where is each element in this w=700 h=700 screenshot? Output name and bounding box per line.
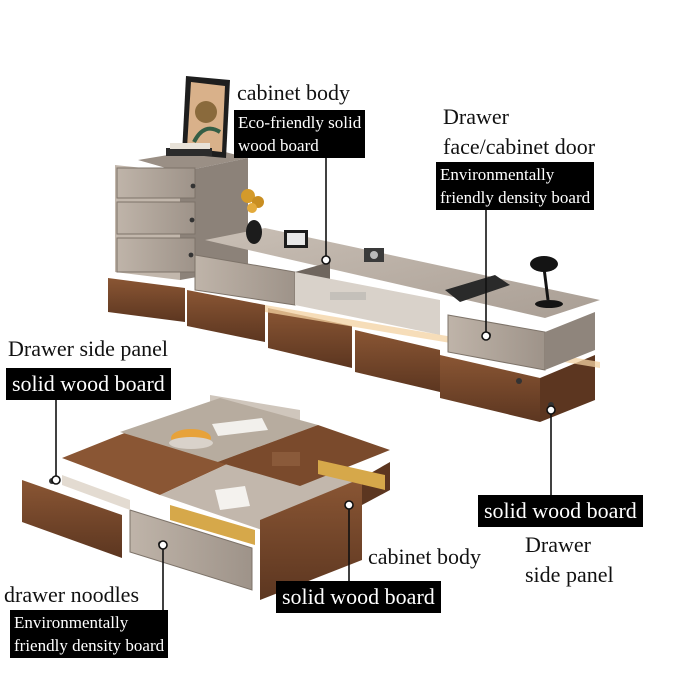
label-cabinet-body-top: cabinet body xyxy=(237,80,351,105)
coffee-table xyxy=(22,395,390,600)
label-env-density-board-top: Environmentally friendly density board xyxy=(436,162,595,210)
label-eco-friendly-solid-wood: Eco-friendly solid wood board xyxy=(234,110,366,158)
callout-lines xyxy=(51,158,556,614)
label-eco-line1: Eco-friendly solid xyxy=(238,113,362,132)
tall-chest xyxy=(115,76,248,280)
label-env-bottom-line1: Environmentally xyxy=(14,613,129,632)
label-drawer-face-line1: Drawer xyxy=(443,104,509,129)
label-env-line2: friendly density board xyxy=(440,188,591,207)
label-drawer-noodles: drawer noodles xyxy=(4,582,140,607)
label-solid-wood-left: solid wood board xyxy=(6,368,171,400)
label-drawer-side-right-line1: Drawer xyxy=(525,532,591,557)
label-env-bottom-line2: friendly density board xyxy=(14,636,165,655)
label-env-line1: Environmentally xyxy=(440,165,555,184)
label-drawer-face-line2: face/cabinet door xyxy=(443,134,596,159)
tv-stand xyxy=(108,189,600,422)
label-cabinet-body-bottom: cabinet body xyxy=(368,544,482,569)
label-eco-line2: wood board xyxy=(238,136,319,155)
label-solid-wood-right: solid wood board xyxy=(478,495,643,527)
label-drawer-side-right-line2: side panel xyxy=(525,562,614,587)
label-drawer-side-panel-left: Drawer side panel xyxy=(8,336,169,361)
label-env-density-board-bottom: Environmentally friendly density board xyxy=(10,610,169,658)
label-solid-wood-bottom: solid wood board xyxy=(276,581,441,613)
